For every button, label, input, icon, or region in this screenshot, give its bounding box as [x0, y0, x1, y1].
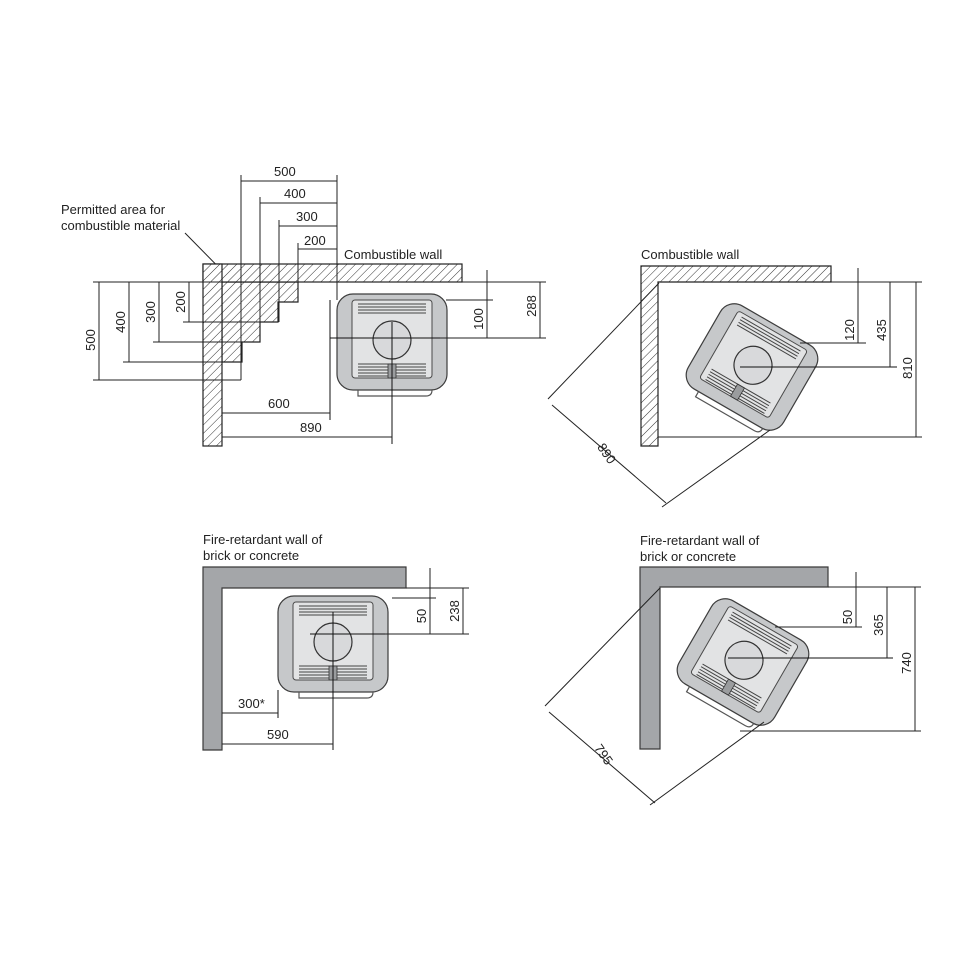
fire-retardant-corner-wall [639, 566, 829, 750]
dim-400-left: 400 [113, 311, 128, 333]
dim-100: 100 [471, 308, 486, 330]
diagram-corner-fire-retardant: Fire-retardant wall of brick or concrete… [544, 533, 921, 806]
diagram-straight-combustible: Permitted area for combustible material … [61, 164, 546, 447]
dim-810: 810 [900, 357, 915, 379]
dim-740: 740 [899, 652, 914, 674]
ext-line-diag-bottom [661, 429, 771, 508]
dim-50-corner: 50 [840, 610, 855, 624]
fire-wall-corner-label-line2: brick or concrete [640, 549, 736, 564]
fire-wall-label-line1: Fire-retardant wall of [203, 532, 323, 547]
ext-line-diag-bottom-fire [649, 721, 765, 806]
combustible-wall-back [202, 263, 463, 283]
dim-365: 365 [871, 614, 886, 636]
diagram-corner-combustible: Combustible wall 120 435 810 890 [547, 247, 922, 508]
dim-300-top: 300 [296, 209, 318, 224]
annotation-permitted-area-line2: combustible material [61, 218, 180, 233]
dim-50: 50 [414, 609, 429, 623]
fire-retardant-wall [202, 566, 407, 751]
dim-238: 238 [447, 600, 462, 622]
ext-line-diag-top [547, 282, 660, 400]
dim-795-diagonal: 795 [591, 741, 616, 767]
dim-200-top: 200 [304, 233, 326, 248]
dim-288: 288 [524, 295, 539, 317]
annotation-permitted-area-line1: Permitted area for [61, 202, 166, 217]
stove-corner-view-fire-wall [667, 592, 816, 737]
dim-890-side: 890 [300, 420, 322, 435]
fire-wall-corner-label-line1: Fire-retardant wall of [640, 533, 760, 548]
stove-corner-view [676, 297, 825, 442]
dim-line-890-diagonal [551, 404, 667, 504]
ext-line-diag-top-fire [544, 587, 661, 707]
combustible-wall-label-corner: Combustible wall [641, 247, 739, 262]
dim-590: 590 [267, 727, 289, 742]
combustible-wall-side [202, 263, 223, 447]
dim-500-top: 500 [274, 164, 296, 179]
dim-120: 120 [842, 319, 857, 341]
dim-300-star: 300* [238, 696, 265, 711]
dim-600: 600 [268, 396, 290, 411]
diagram-straight-fire-retardant: Fire-retardant wall of brick or concrete… [202, 532, 469, 751]
dim-500-left: 500 [83, 329, 98, 351]
dim-300-left: 300 [143, 301, 158, 323]
dim-line-795-diagonal [548, 711, 656, 804]
dim-200-left: 200 [173, 291, 188, 313]
combustible-wall-label: Combustible wall [344, 247, 442, 262]
combustible-corner-wall [640, 265, 832, 447]
fire-wall-label-line2: brick or concrete [203, 548, 299, 563]
dim-400-top: 400 [284, 186, 306, 201]
dim-435: 435 [874, 319, 889, 341]
